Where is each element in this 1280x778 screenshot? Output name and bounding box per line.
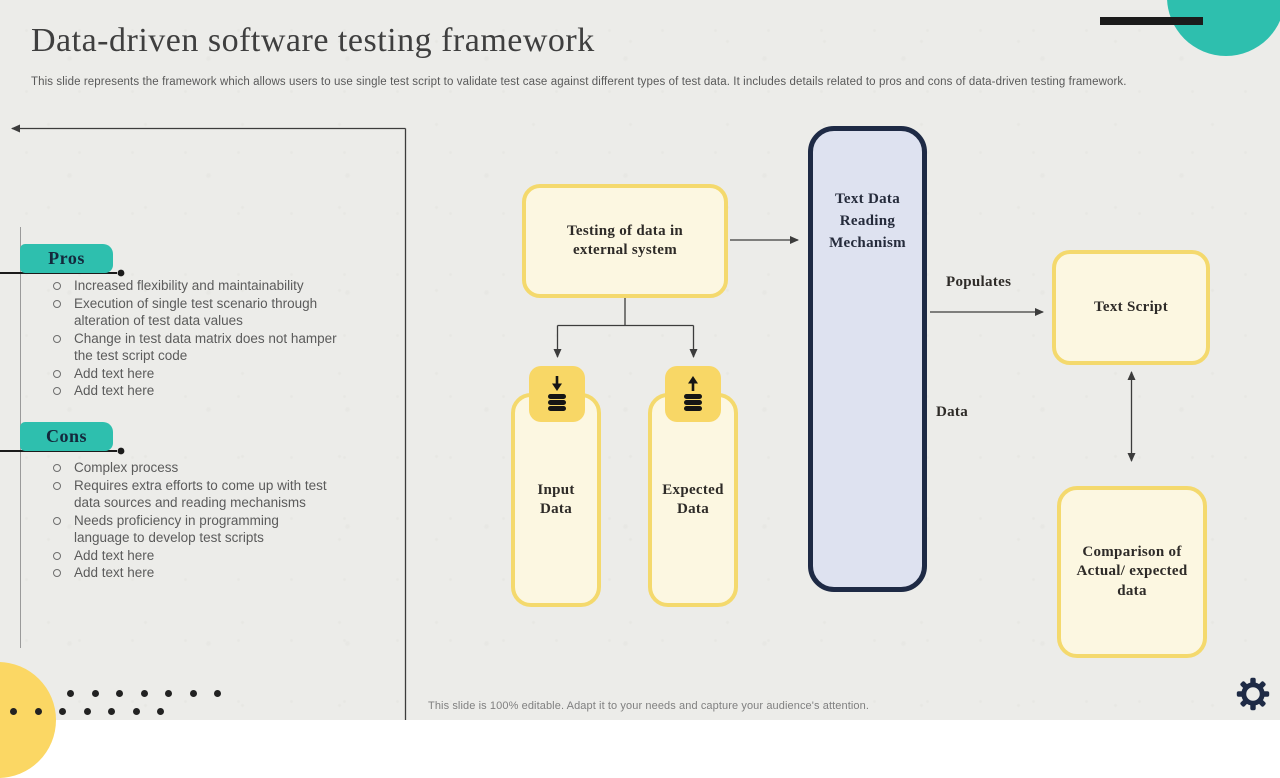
black-bar-decoration [1100,17,1203,25]
dots-row-top [67,690,221,697]
node-label: Comparison of Actual/ expected data [1076,543,1188,599]
bullet-icon [53,282,61,290]
node-expected-data: Expected Data [648,393,738,607]
list-item: Add text here [46,564,338,582]
bullet-icon [53,569,61,577]
bullet-icon [53,551,61,560]
page-subtitle: This slide represents the framework whic… [31,76,1127,88]
node-comparison: Comparison of Actual/ expected data [1057,486,1207,658]
node-input-data: Input Data [511,393,601,607]
pros-underline-dot [117,269,125,277]
list-item: Execution of single test scenario throug… [46,295,338,330]
list-item: Requires extra efforts to come up with t… [46,477,338,512]
node-label: Text Script [1094,298,1168,315]
pros-list: Increased flexibility and maintainabilit… [46,277,338,400]
bullet-icon [53,481,61,490]
cons-heading-badge: Cons [20,422,113,451]
cons-list: Complex process Requires extra efforts t… [46,459,338,582]
bullet-icon [53,387,61,395]
yellow-circle-decoration [0,662,56,778]
bullet-icon [53,299,61,308]
footer-note: This slide is 100% editable. Adapt it to… [428,700,869,712]
branch-stem [557,298,694,327]
node-label: Testing of data in external system [566,222,684,259]
pros-heading-badge: Pros [20,244,113,273]
bullet-icon [53,369,61,378]
database-download-icon [529,366,585,422]
bullet-icon [53,516,61,525]
list-item: Change in test data matrix does not hamp… [46,330,338,365]
database-upload-icon [665,366,721,422]
teal-circle-decoration [1167,0,1280,56]
bullet-icon [53,464,61,472]
list-item: Complex process [46,459,338,477]
node-text-script: Text Script [1052,250,1210,365]
list-item: Increased flexibility and maintainabilit… [46,277,338,295]
pros-heading-label: Pros [48,248,85,268]
list-item: Needs proficiency in programming languag… [46,512,338,547]
bullet-icon [53,334,61,343]
gear-icon [1235,676,1271,717]
cons-underline-dot [117,447,125,455]
page-title: Data-driven software testing framework [31,22,595,59]
node-label: Text Data Reading Mechanism [829,191,906,251]
cons-heading-label: Cons [45,426,87,446]
list-item: Add text here [46,547,338,565]
node-label: Expected Data [662,481,724,518]
populates-label: Populates [946,274,1012,290]
list-item: Add text here [46,382,338,400]
node-label: Input Data [537,481,575,518]
data-label: Data [936,404,969,420]
node-reading-mechanism: Text Data Reading Mechanism [808,126,927,592]
dots-row-bottom [10,708,164,715]
node-external-system: Testing of data in external system [522,184,728,298]
list-item: Add text here [46,365,338,383]
